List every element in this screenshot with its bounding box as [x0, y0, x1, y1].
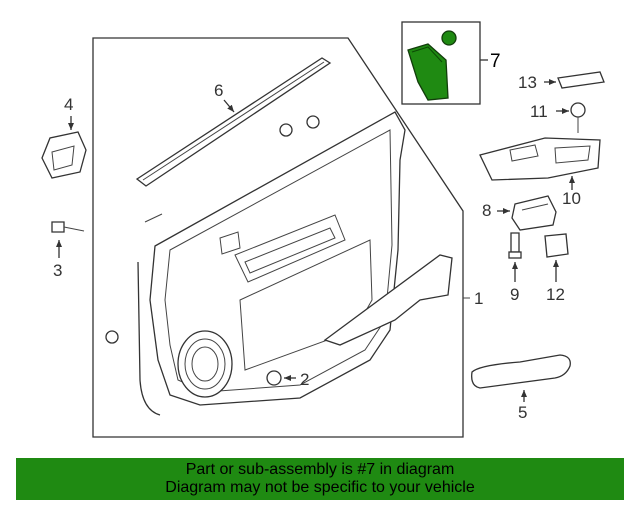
door-panel-frame	[92, 37, 464, 438]
callout-2: 2	[300, 370, 309, 389]
speaker-grille	[177, 330, 233, 398]
callout-3: 3	[53, 261, 62, 280]
screw-part-9	[508, 232, 522, 282]
callout-7: 7	[490, 51, 501, 72]
garnish-insert-part-1	[323, 254, 470, 346]
callout-1: 1	[474, 289, 483, 308]
screw-part-11	[556, 102, 586, 133]
callout-10: 10	[562, 189, 581, 208]
pad-part-13	[544, 71, 605, 89]
belt-molding-part-6	[135, 57, 332, 187]
callout-5: 5	[518, 403, 527, 422]
panel-clip	[105, 115, 320, 344]
callout-6: 6	[214, 81, 223, 100]
clip-part-2	[266, 370, 296, 386]
callout-11: 11	[530, 102, 548, 121]
screw-part-3	[51, 221, 85, 258]
banner-line-disclaimer: Diagram may not be specific to your vehi…	[165, 479, 475, 496]
weatherstrip	[137, 261, 161, 416]
callout-12: 12	[546, 285, 565, 304]
part-info-banner: Part or sub-assembly is #7 in diagram Di…	[16, 458, 624, 500]
armrest-trim-part-5	[471, 354, 571, 402]
switch-bezel-part-7	[401, 21, 488, 105]
callout-8: 8	[482, 201, 491, 220]
switch-part-12	[544, 233, 569, 282]
switch-panel-part-10	[479, 137, 601, 190]
inner-handle-part-4	[41, 116, 87, 179]
banner-line-part: Part or sub-assembly is #7 in diagram	[185, 461, 455, 478]
callout-13: 13	[518, 73, 537, 92]
callout-9: 9	[510, 285, 519, 304]
callout-4: 4	[64, 95, 73, 114]
window-switch-part-8	[497, 195, 557, 231]
